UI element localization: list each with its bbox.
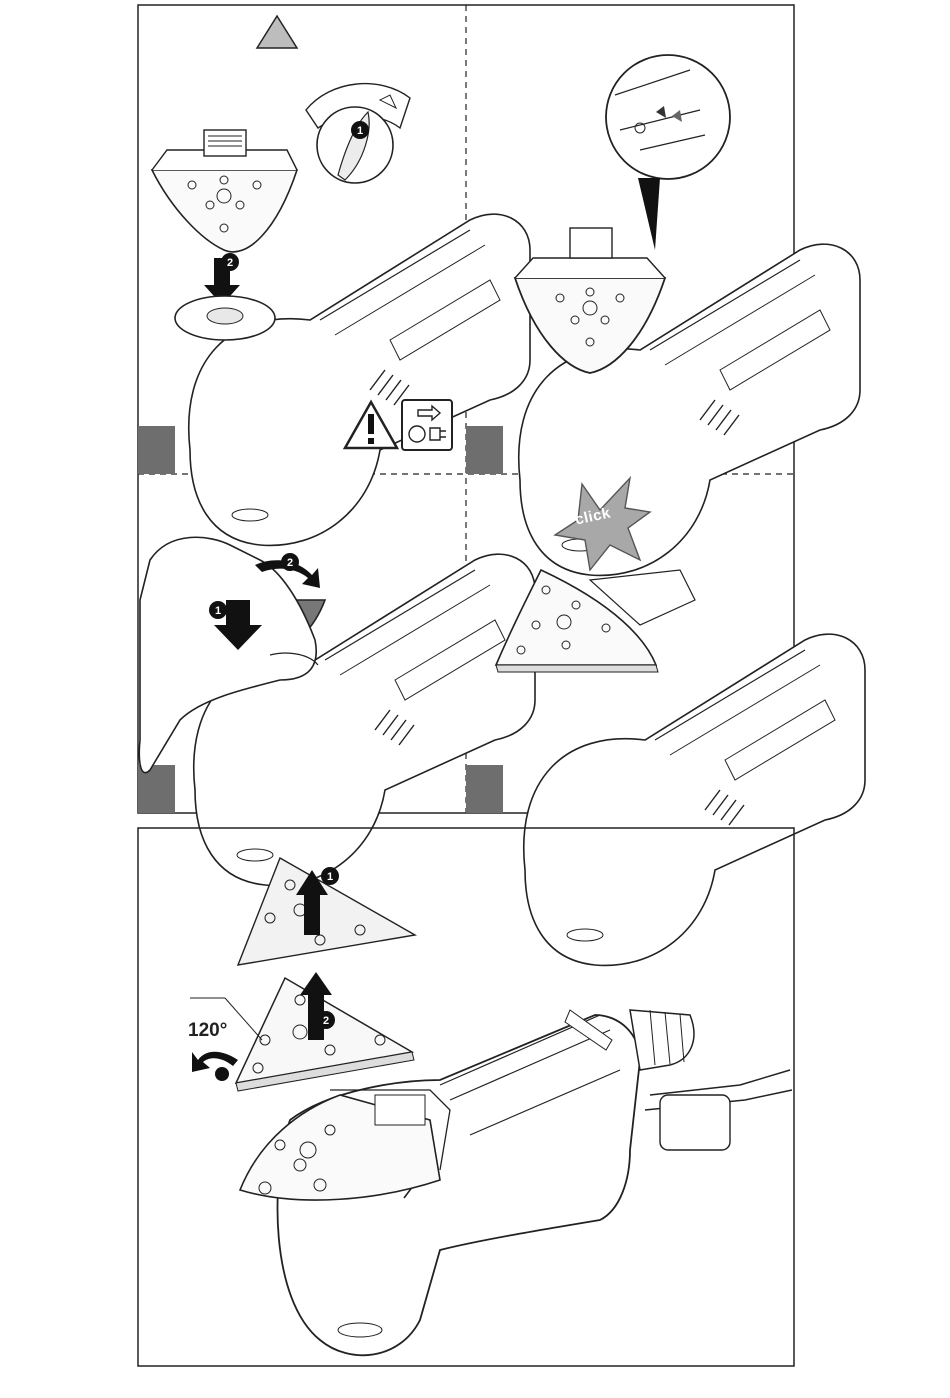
step-badge-4: [466, 765, 503, 813]
svg-text:2: 2: [227, 257, 233, 269]
magnifier-circle: [606, 55, 730, 179]
step-badge-1: [138, 426, 175, 474]
svg-text:2: 2: [287, 557, 293, 569]
panel-check-lock: [515, 55, 860, 575]
rotate-arrow-icon: [192, 1052, 238, 1072]
speed-dial-icon: 1: [306, 84, 410, 183]
svg-text:1: 1: [215, 605, 221, 617]
warning-triangle-icon: [257, 16, 297, 48]
svg-text:2: 2: [323, 1015, 329, 1027]
unplug-power-icon: [402, 400, 452, 450]
panel-remove-pad: 1 2: [139, 537, 535, 885]
step-badge-2: [466, 426, 503, 474]
svg-text:1: 1: [357, 125, 363, 137]
svg-text:1: 1: [327, 871, 333, 883]
pointer-wedge: [638, 178, 660, 250]
rotation-angle-label: 120°: [188, 1020, 227, 1042]
upper-figure: 1 2: [138, 5, 865, 965]
